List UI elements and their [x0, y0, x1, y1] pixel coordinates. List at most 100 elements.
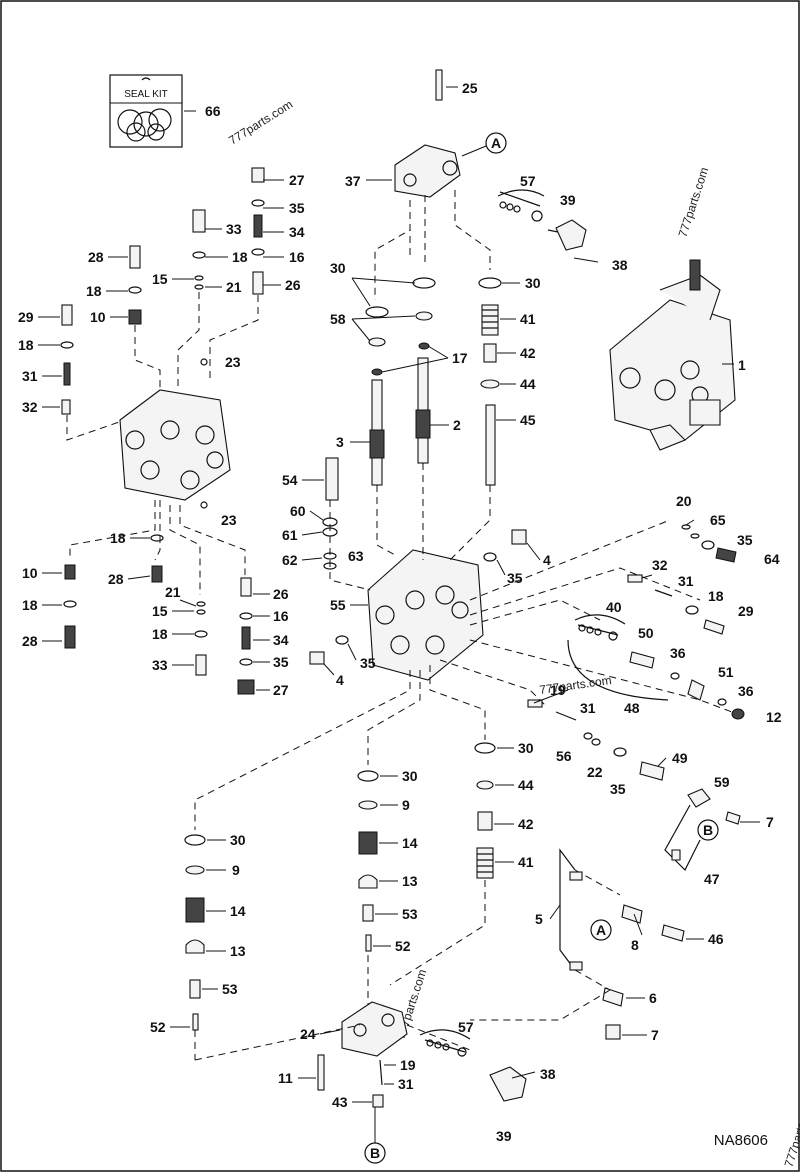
part-label: 12 — [766, 709, 782, 725]
part-labels: 25 A 37 57 39 38 27 35 33 34 28 18 16 15… — [18, 80, 782, 1161]
part-label: 28 — [88, 249, 104, 265]
part-label: 65 — [710, 512, 726, 528]
part-label: 63 — [348, 548, 364, 564]
part-label: 34 — [289, 224, 305, 240]
right-side-parts — [527, 524, 745, 872]
part-label: 18 — [708, 588, 724, 604]
seal-kit-title: SEAL KIT — [124, 89, 168, 100]
part-label: 32 — [22, 399, 38, 415]
part-label: 22 — [587, 764, 603, 780]
bottom-end-cap — [194, 1001, 536, 1164]
part-label: 23 — [225, 354, 241, 370]
callout-letter: A — [596, 922, 606, 938]
part-label: 45 — [520, 412, 536, 428]
part-label: 23 — [221, 512, 237, 528]
part-label: 14 — [402, 835, 418, 851]
part-label: 35 — [737, 532, 753, 548]
part-label: 24 — [300, 1026, 316, 1042]
part-label: 51 — [718, 664, 734, 680]
part-label: 30 — [525, 275, 541, 291]
part-label: 33 — [226, 221, 242, 237]
lower-center-stack — [357, 770, 379, 1010]
part-label: 2 — [453, 417, 461, 433]
part-label: 19 — [400, 1057, 416, 1073]
part-label: 52 — [150, 1019, 166, 1035]
part-label: 15 — [152, 271, 168, 287]
part-label: 44 — [518, 777, 534, 793]
part-label: 19 — [550, 682, 566, 698]
part-label: 11 — [278, 1070, 293, 1086]
callout-letter: B — [703, 822, 713, 838]
part-label: 53 — [402, 906, 418, 922]
part-label: 39 — [496, 1128, 512, 1144]
part-label: 10 — [90, 309, 106, 325]
part-label: 18 — [22, 597, 38, 613]
part-label: 64 — [764, 551, 780, 567]
part-label: 16 — [289, 249, 305, 265]
part-label: 53 — [222, 981, 238, 997]
watermark: 777parts.com — [226, 97, 295, 147]
part-label: 26 — [285, 277, 301, 293]
watermark: 777parts.com — [782, 1095, 800, 1168]
part-label: 38 — [540, 1066, 556, 1082]
part-label: 4 — [336, 672, 344, 688]
part-label: 25 — [462, 80, 478, 96]
part-label: 30 — [230, 832, 246, 848]
part-label: 18 — [110, 530, 126, 546]
part-label: 44 — [520, 376, 536, 392]
part-label: 36 — [670, 645, 686, 661]
part-label: 13 — [402, 873, 418, 889]
part-label: 59 — [714, 774, 730, 790]
part-label: 43 — [332, 1094, 348, 1110]
part-label: 34 — [273, 632, 289, 648]
part-label: 31 — [22, 368, 38, 384]
part-label: 29 — [738, 603, 754, 619]
part-label: 54 — [282, 472, 298, 488]
lower-left-stack — [184, 834, 206, 1060]
part-label: 20 — [676, 493, 692, 509]
part-label: 60 — [290, 503, 306, 519]
seal-kit-box: SEAL KIT — [109, 74, 196, 148]
part-label: 17 — [452, 350, 468, 366]
top-parts-group — [322, 69, 599, 570]
part-label: 42 — [518, 816, 534, 832]
part-label: 42 — [520, 345, 536, 361]
part-label: 8 — [631, 937, 639, 953]
part-label: 38 — [612, 257, 628, 273]
part-label: 7 — [766, 814, 774, 830]
part-label: 21 — [226, 279, 242, 295]
part-label: 57 — [520, 173, 536, 189]
part-label: 31 — [678, 573, 694, 589]
part-label: 21 — [165, 584, 181, 600]
part-label: 56 — [556, 748, 572, 764]
part-label: 46 — [708, 931, 724, 947]
part-label: 28 — [108, 571, 124, 587]
callout-letter: B — [370, 1145, 380, 1161]
drawing-code: NA8606 — [714, 1132, 768, 1149]
part-label: 28 — [22, 633, 38, 649]
part-label: 30 — [330, 260, 346, 276]
part-label: 52 — [395, 938, 411, 954]
tube-assembly — [470, 848, 685, 1040]
part-label: 35 — [273, 654, 289, 670]
part-label: 33 — [152, 657, 168, 673]
part-label: 30 — [518, 740, 534, 756]
callout-letter: A — [491, 135, 501, 151]
part-label: 18 — [18, 337, 34, 353]
part-label: 62 — [282, 552, 298, 568]
part-label: 40 — [606, 599, 622, 615]
main-valve-body — [194, 463, 741, 830]
part-label: 32 — [652, 557, 668, 573]
part-label: 49 — [672, 750, 688, 766]
part-label: 31 — [398, 1076, 414, 1092]
part-label: 48 — [624, 700, 640, 716]
part-label: 31 — [580, 700, 596, 716]
part-label: 27 — [273, 682, 289, 698]
part-label: 5 — [535, 911, 543, 927]
part-label: 18 — [152, 626, 168, 642]
part-label: 35 — [507, 570, 523, 586]
part-label: 61 — [282, 527, 298, 543]
part-label: 50 — [638, 625, 654, 641]
